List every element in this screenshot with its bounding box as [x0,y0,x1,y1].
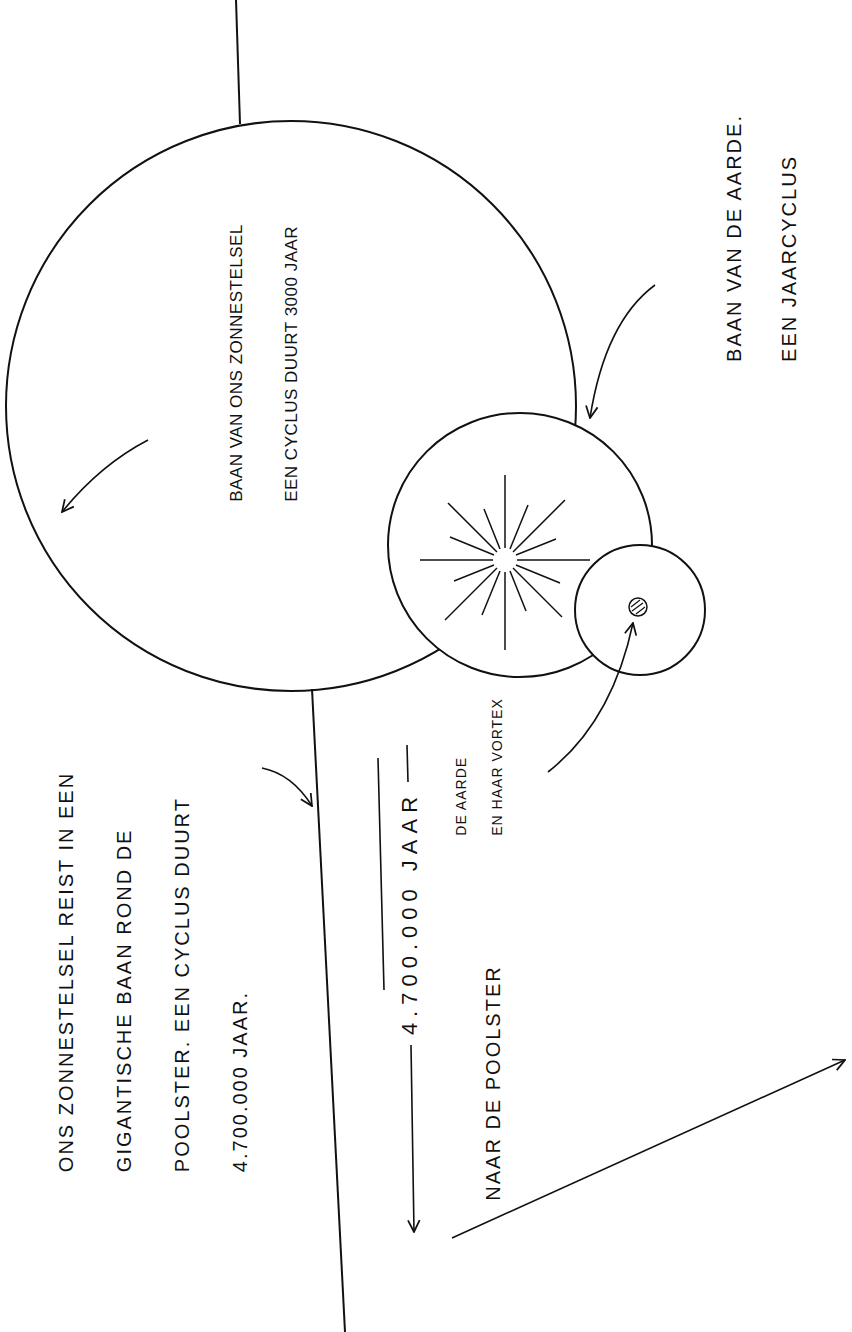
sun-ray [450,537,494,555]
direction-arrow [452,1060,845,1238]
galactic-orbit-line [312,689,345,1332]
sun-ray [516,539,556,555]
note-text: ONS ZONNESTELSEL REIST IN EEN GIGANTISCH… [37,772,269,1172]
sun-ray [482,571,500,615]
sun-ray [513,568,562,617]
sun-ray [517,559,590,561]
sun-ray [420,559,493,561]
dimension-line [407,745,408,782]
sun-ray [513,500,565,552]
pointer-arrow [590,285,655,418]
direction-label: NAAR DE POOLSTER [479,965,505,1200]
dimension-line [378,758,384,990]
orbit-label: BAAN VAN ONS ZONNESTELSEL EEN CYCLUS DUU… [209,224,319,502]
pointer-arrow [548,623,633,772]
pointer-arrow [262,768,312,806]
galactic-orbit-line [236,0,240,124]
callout-label: DE AARDE EN HAAR VORTEX [442,698,514,835]
sun-ray [510,505,528,549]
vortex-circle [575,545,705,675]
sun-ray [454,565,494,581]
earth-hatching [631,600,645,614]
sun-ray [516,565,560,583]
pointer-arrow [62,440,148,512]
sun-ray [445,568,497,620]
earth-symbol [629,598,647,616]
sun-ray [510,571,526,611]
sun-ray [448,503,497,552]
dimension-label: 4.700.000 JAAR [396,791,424,1035]
sun-ray [504,572,506,650]
orbit-label: BAAN VAN DE AARDE. EEN JAARCYCLUS [707,114,817,362]
sun-ray [504,475,506,548]
dimension-arrow [411,1045,414,1232]
sun-rays [420,475,590,650]
sun-ray [484,509,500,549]
